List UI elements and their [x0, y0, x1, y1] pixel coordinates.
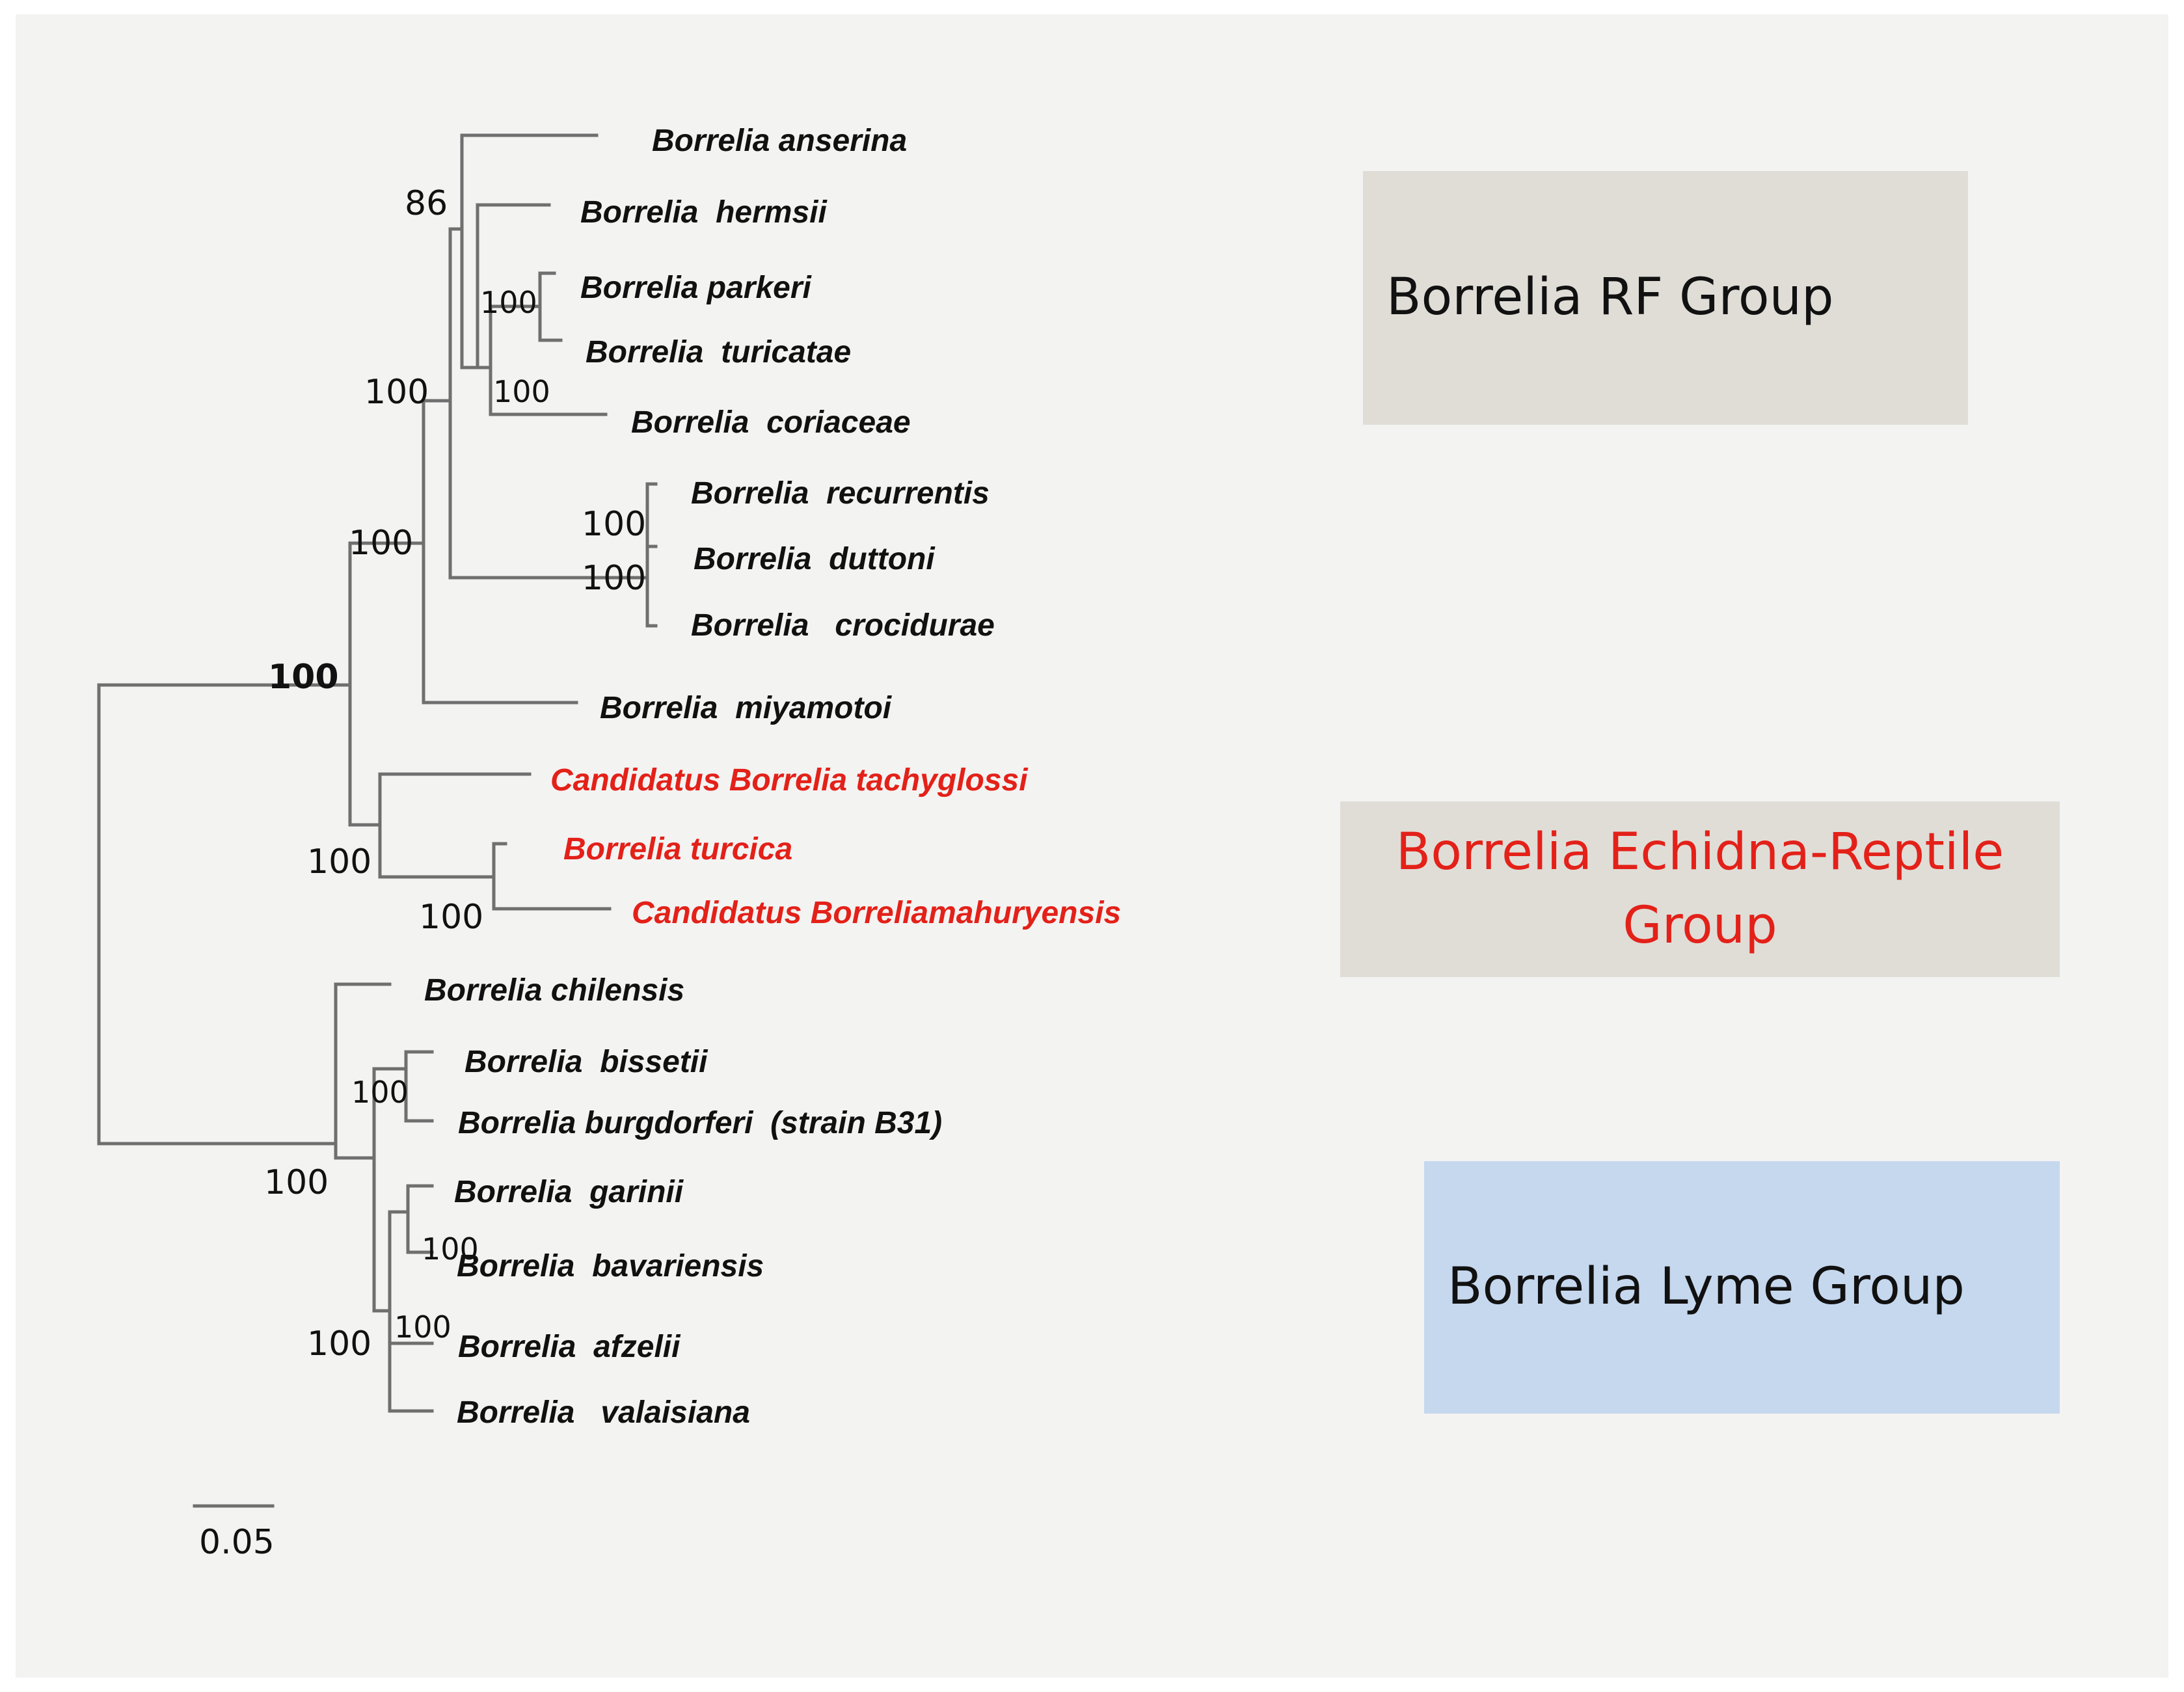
support-value: 100 — [582, 505, 646, 544]
branch-er-node — [378, 772, 532, 879]
branch-root — [97, 683, 352, 1146]
taxon-label-highlighted: Candidatus Borrelia tachyglossi — [550, 763, 1029, 798]
taxon-label: Borrelia chilensis — [424, 973, 684, 1008]
taxon-labels: Borrelia anserina Borrelia hermsii Borre… — [424, 124, 1121, 1430]
branch-turcica-node — [492, 842, 612, 911]
support-value: 86 — [405, 184, 448, 223]
group-label-rf: Borrelia RF Group — [1386, 268, 1834, 327]
support-value: 100 — [351, 1075, 409, 1110]
branch-86-node — [460, 133, 599, 369]
scale-bar-label: 0.05 — [199, 1523, 275, 1562]
group-box-echidna-reptile: Borrelia Echidna-Reptile Group — [1340, 801, 2060, 977]
taxon-label: Borrelia turicatae — [586, 335, 851, 369]
taxon-label: Borrelia bissetii — [465, 1045, 708, 1079]
support-value: 100 — [394, 1309, 452, 1345]
branch-hermsii-node — [476, 203, 551, 369]
branch-lyme-node — [334, 982, 392, 1160]
branch-rf-er-node — [348, 541, 425, 827]
taxon-label: Borrelia coriaceae — [631, 405, 911, 440]
support-value: 100 — [264, 1163, 329, 1202]
branch-bissetii-burgdorferi — [404, 1050, 434, 1123]
support-value: 100 — [307, 842, 371, 881]
taxon-label: Borrelia crocidurae — [691, 608, 995, 643]
support-value: 100 — [480, 285, 537, 320]
taxon-label: Borrelia recurrentis — [691, 476, 990, 511]
group-label-echidna-reptile: Borrelia Echidna-Reptile Group — [1396, 816, 2004, 963]
branch-parkeri-turicatae — [538, 271, 563, 342]
support-value: 100 — [422, 1231, 479, 1267]
tree-branches — [97, 133, 658, 1508]
taxon-label: Borrelia duttoni — [694, 542, 936, 576]
branch-recurrentis-clade — [645, 482, 658, 628]
taxon-label-highlighted: Borrelia turcica — [563, 832, 792, 866]
group-label-line: Borrelia Echidna-Reptile — [1395, 822, 2004, 881]
branch-bissetii-node — [372, 1067, 408, 1313]
branch-rf-core — [448, 227, 649, 580]
branch-parkeri-node — [489, 304, 608, 416]
support-value: 100 — [349, 524, 413, 563]
branch-rf-node — [422, 399, 578, 705]
taxon-label-highlighted: Candidatus Borreliamahuryensis — [632, 896, 1121, 930]
branch-garinii-bavariensis — [406, 1184, 434, 1254]
support-value: 100 — [307, 1324, 371, 1363]
taxon-label: Borrelia garinii — [454, 1175, 684, 1209]
support-value: 100 — [582, 559, 646, 598]
taxon-label: Borrelia hermsii — [580, 195, 828, 230]
taxon-label: Borrelia burgdorferi (strain B31) — [458, 1106, 942, 1140]
taxon-label: Borrelia valaisiana — [457, 1395, 750, 1430]
support-value: 100 — [419, 898, 483, 937]
taxon-label: Borrelia miyamotoi — [600, 691, 893, 725]
taxon-label: Borrelia anserina — [652, 124, 907, 158]
group-label-lyme: Borrelia Lyme Group — [1448, 1257, 1965, 1317]
taxon-label: Borrelia parkeri — [580, 271, 813, 305]
group-label-line: Group — [1623, 896, 1777, 955]
figure-canvas: Borrelia anserina Borrelia hermsii Borre… — [16, 14, 2168, 1678]
support-value: 100 — [364, 373, 429, 412]
taxon-label: Borrelia bavariensis — [457, 1249, 764, 1283]
group-box-lyme: Borrelia Lyme Group — [1424, 1161, 2060, 1414]
taxon-label: Borrelia afzelii — [458, 1330, 681, 1364]
support-value: 100 — [268, 658, 339, 697]
phylogenetic-tree: Borrelia anserina Borrelia hermsii Borre… — [97, 124, 1121, 1562]
support-value: 100 — [493, 374, 550, 409]
support-values: 86 100 100 100 100 100 100 100 100 100 1… — [264, 184, 646, 1363]
group-box-rf: Borrelia RF Group — [1363, 171, 1968, 425]
branch-garinii-node — [388, 1210, 434, 1413]
